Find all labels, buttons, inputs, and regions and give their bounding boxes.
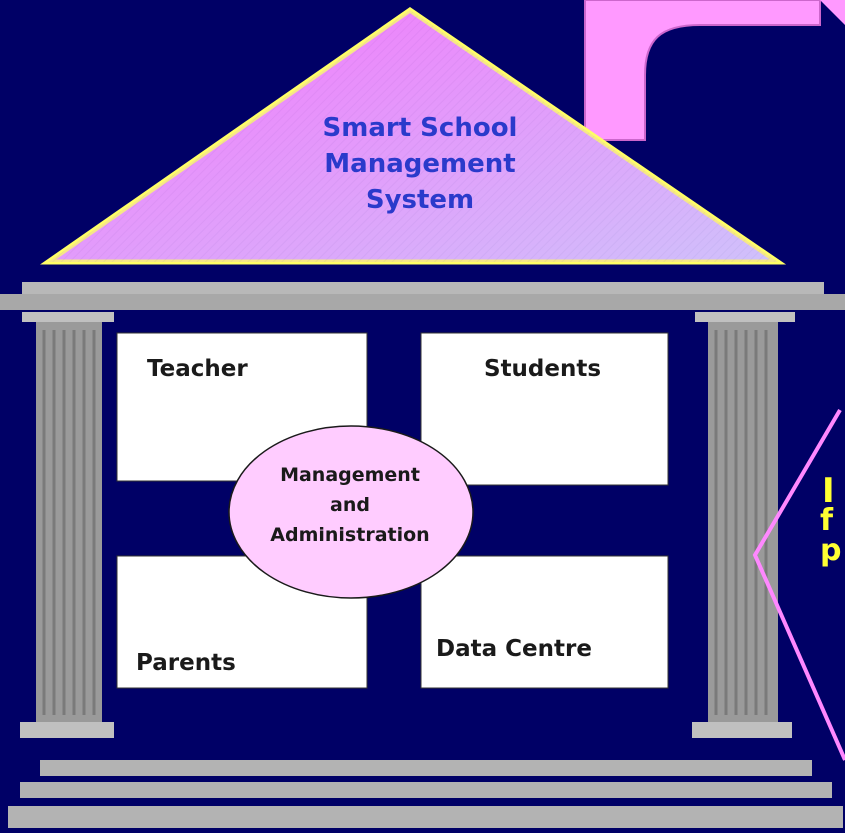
step-middle	[20, 782, 832, 798]
teacher-label: Teacher	[147, 356, 248, 382]
management-ellipse	[228, 425, 474, 599]
roof-title-line-3: System	[365, 185, 475, 215]
roof-title-line-2: Management	[324, 149, 516, 179]
management-line-3: Administration	[270, 524, 430, 546]
callout-letter-3: p	[820, 533, 842, 568]
data-centre-box	[420, 555, 669, 689]
management-title: Management and Administration	[250, 460, 450, 550]
arrow-shape	[584, 0, 845, 141]
step-bottom	[8, 806, 843, 828]
roof-title-line-1: Smart School	[322, 113, 518, 143]
management-line-2: and	[330, 494, 370, 516]
entablature	[22, 282, 824, 296]
students-box	[420, 332, 669, 486]
step-top	[40, 760, 812, 776]
roof-title: Smart School Management System	[250, 110, 590, 218]
data-centre-label: Data Centre	[436, 636, 592, 662]
callout-letter-2: f	[820, 503, 834, 538]
left-pillar	[20, 312, 114, 738]
right-pillar	[692, 312, 795, 738]
management-line-1: Management	[280, 464, 420, 486]
callout-letter-1: I	[822, 471, 835, 511]
parents-label: Parents	[136, 650, 236, 676]
students-label: Students	[484, 356, 602, 382]
callout-shape	[752, 408, 845, 761]
